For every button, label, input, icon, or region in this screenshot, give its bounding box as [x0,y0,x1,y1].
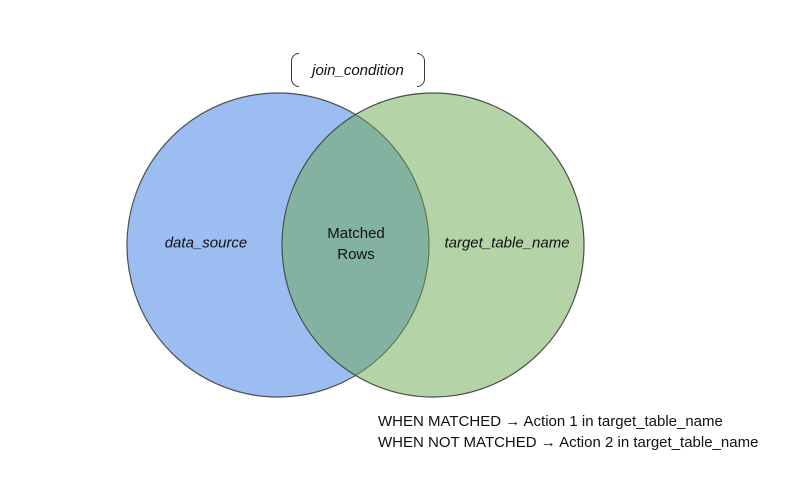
join-condition-label: join_condition [291,52,425,88]
matched-rows-line2: Rows [337,246,375,263]
matched-rows-line1: Matched [327,225,385,242]
left-bracket-icon [291,53,299,87]
target-table-label: target_table_name [444,234,570,252]
when-not-matched-line: WHEN NOT MATCHED → Action 2 in target_ta… [378,434,759,451]
data-source-label: data_source [164,234,248,252]
when-matched-line: WHEN MATCHED → Action 1 in target_table_… [378,413,723,430]
merge-actions-note: WHEN MATCHED → Action 1 in target_table_… [378,411,758,453]
target-table-circle [281,92,585,398]
join-condition-text: join_condition [312,61,404,79]
matched-rows-label: Matched Rows [327,223,385,265]
right-bracket-icon [417,53,425,87]
